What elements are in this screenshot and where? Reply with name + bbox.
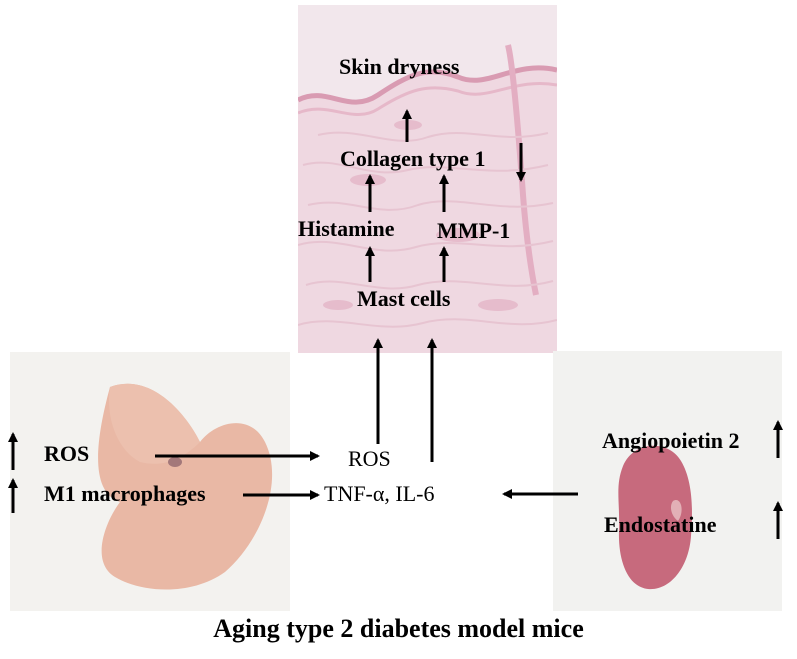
mmp1-label: MMP-1 — [437, 218, 511, 243]
histamine-label: Histamine — [298, 216, 395, 241]
center-ros-label: ROS — [348, 446, 391, 471]
endostatine-label: Endostatine — [604, 512, 717, 537]
collagen-label: Collagen type 1 — [340, 146, 486, 171]
liver-image — [10, 352, 290, 611]
figure-caption: Aging type 2 diabetes model mice — [213, 614, 584, 643]
liver-ros-label: ROS — [44, 441, 90, 466]
mast-cells-label: Mast cells — [357, 286, 451, 311]
skin-histology-image — [298, 5, 557, 353]
m1-macrophages-label: M1 macrophages — [44, 481, 206, 506]
skin-dryness-label: Skin dryness — [339, 54, 460, 79]
cytokines-label: TNF-α, IL-6 — [324, 481, 435, 506]
angiopoietin-label: Angiopoietin 2 — [602, 428, 740, 453]
kidney-image — [553, 351, 782, 611]
